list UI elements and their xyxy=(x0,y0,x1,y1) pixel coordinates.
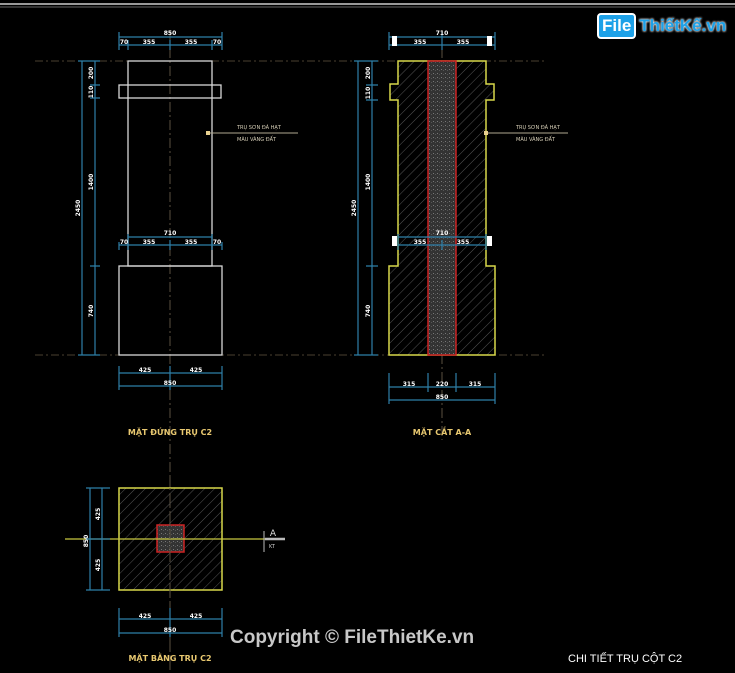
column-base xyxy=(118,265,223,356)
dim-label: 355 xyxy=(457,39,470,46)
dim-label: 70 xyxy=(120,39,128,46)
dim-marker xyxy=(392,236,397,246)
dim-label: 425 xyxy=(139,613,152,620)
dim-label: 355 xyxy=(143,39,156,46)
dim-label: 315 xyxy=(403,381,416,388)
material-note: MÀU VÀNG ĐẤT xyxy=(516,135,556,143)
view-title: MẶT ĐỨNG TRỤ C2 xyxy=(128,426,212,437)
dim-label: 110 xyxy=(88,86,95,99)
dim-label: 425 xyxy=(139,367,152,374)
section-mark-label: A xyxy=(270,529,277,539)
dim-marker xyxy=(392,36,397,46)
dim-label: 850 xyxy=(164,30,177,37)
dim-label: 220 xyxy=(436,381,449,388)
leader-dot xyxy=(206,131,210,135)
dim-label: 425 xyxy=(190,613,203,620)
dim-label: 315 xyxy=(469,381,482,388)
dim-label: 355 xyxy=(185,239,198,246)
dim-label: 200 xyxy=(365,67,372,80)
dim-label: 850 xyxy=(83,535,90,548)
dim-label: 425 xyxy=(190,367,203,374)
dim-label: 710 xyxy=(436,230,449,237)
dim-label: 740 xyxy=(88,305,95,318)
section-sheet-label: KT xyxy=(269,544,276,550)
sheet-title: CHI TIẾT TRỤ CỘT C2 xyxy=(568,653,683,665)
copyright-watermark: Copyright © FileThietKe.vn xyxy=(230,627,475,648)
dim-label: 1400 xyxy=(365,174,372,191)
dim-label: 1400 xyxy=(88,174,95,191)
dim-label: 110 xyxy=(365,87,372,100)
material-note: TRỤ SƠN ĐÁ HẠT xyxy=(236,124,282,131)
dim-label: 355 xyxy=(457,239,470,246)
dim-label: 710 xyxy=(436,30,449,37)
dim-label: 355 xyxy=(414,239,427,246)
dim-label: 850 xyxy=(436,394,449,401)
site-logo: File ThiếtKế.vn xyxy=(597,13,726,39)
dim-label: 710 xyxy=(164,230,177,237)
elevation-view: 850 70 355 355 70 710 70 355 355 70 425 … xyxy=(75,30,298,670)
leader-dot xyxy=(484,131,488,135)
dim-label: 70 xyxy=(213,239,221,246)
dim-label: 2450 xyxy=(75,200,82,217)
dim-label: 200 xyxy=(88,67,95,80)
view-title: MẶT CẮT A-A xyxy=(413,425,472,437)
material-note: TRỤ SƠN ĐÁ HẠT xyxy=(515,124,561,131)
dim-marker xyxy=(487,36,492,46)
dim-label: 425 xyxy=(95,508,102,521)
dim-label: 740 xyxy=(365,305,372,318)
logo-file: File xyxy=(597,13,637,39)
dim-label: 70 xyxy=(120,239,128,246)
dim-label: 355 xyxy=(185,39,198,46)
logo-text: ThiếtKế.vn xyxy=(639,16,727,35)
column-cap-band xyxy=(118,84,222,99)
section-view: 710 355 355 710 355 355 315 220 315 850 … xyxy=(351,30,568,440)
dim-label: 355 xyxy=(414,39,427,46)
core-section xyxy=(427,60,457,356)
dim-label: 355 xyxy=(143,239,156,246)
plan-view: A KT 850 425 425 425 425 850 MẶT BẰNG TR… xyxy=(65,475,285,663)
view-title: MẶT BẰNG TRỤ C2 xyxy=(128,651,211,663)
dim-label: 2450 xyxy=(351,200,358,217)
material-note: MÀU VÀNG ĐẤT xyxy=(237,135,277,143)
dim-label: 425 xyxy=(95,559,102,572)
dim-label: 70 xyxy=(213,39,221,46)
dim-label: 850 xyxy=(164,627,177,634)
dim-label: 850 xyxy=(164,380,177,387)
dim-marker xyxy=(487,236,492,246)
